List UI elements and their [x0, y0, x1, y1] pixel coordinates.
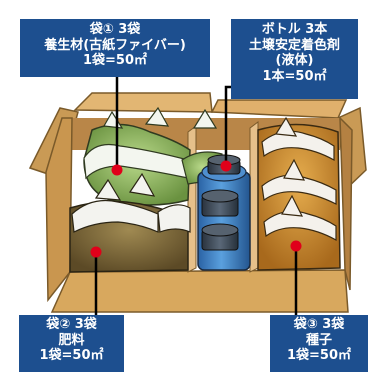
bag3-back — [257, 123, 341, 271]
bottle-group — [197, 154, 251, 271]
bottle-cap-2 — [201, 189, 239, 217]
bag2-label-line-3: 1袋=50㎡ — [39, 348, 104, 364]
bag1-label-line-2: 養生材(古紙ファイバー) — [44, 37, 186, 53]
bag1-label-line-1: 袋① 3袋 — [89, 22, 141, 37]
bag2-label-line-1: 袋② 3袋 — [46, 317, 97, 332]
bag2-label: 袋② 3袋 肥料 1袋=50㎡ — [19, 315, 124, 372]
marker-bottle — [220, 160, 232, 172]
bottle-label-line-3: (液体) — [275, 53, 314, 69]
marker-bag3 — [290, 240, 302, 252]
bottle-label-line-1: ボトル 3本 — [261, 22, 328, 37]
bag3-group — [257, 116, 341, 271]
bottle-label-line-4: 1本=50㎡ — [262, 68, 327, 84]
bag3-label-line-3: 1袋=50㎡ — [286, 348, 352, 364]
bag2-label-line-2: 肥料 — [58, 332, 85, 348]
bag1-label-line-3: 1袋=50㎡ — [82, 53, 148, 69]
bag3-label-line-2: 種子 — [305, 332, 332, 348]
bag1-label: 袋① 3袋 養生材(古紙ファイバー) 1袋=50㎡ — [20, 19, 210, 77]
bag2-wrap — [71, 199, 159, 233]
bag3-label: 袋③ 3袋 種子 1袋=50㎡ — [270, 315, 368, 372]
marker-bag2 — [90, 246, 102, 258]
bottle-label: ボトル 3本 土壌安定着色剤 (液体) 1本=50㎡ — [231, 19, 358, 99]
marker-dots — [90, 160, 302, 258]
bag3-label-line-1: 袋③ 3袋 — [293, 317, 345, 332]
bottle-label-line-2: 土壌安定着色剤 — [248, 37, 340, 53]
marker-bag1 — [111, 164, 123, 176]
bottle-body — [197, 171, 251, 271]
bottle-cap-3 — [201, 223, 239, 251]
